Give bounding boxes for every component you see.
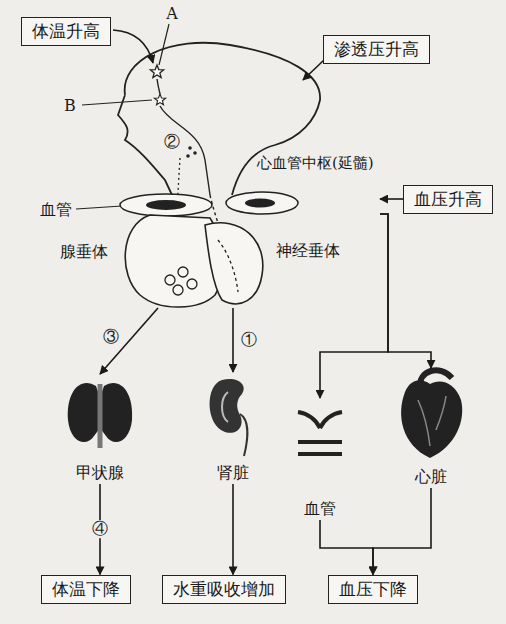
medulla-center: 心血管中枢(延髓) bbox=[215, 152, 380, 220]
node-text: 心血管中枢(延髓) bbox=[257, 154, 374, 172]
vessel-illustration bbox=[298, 442, 342, 454]
node-text: 甲状腺 bbox=[76, 463, 124, 482]
callout-number: ② bbox=[164, 133, 180, 151]
adenohypophysis: 腺垂体 bbox=[58, 212, 230, 308]
part-letter: A bbox=[166, 5, 178, 23]
node-text: 体温升高 bbox=[32, 21, 100, 41]
part-label: 血管 bbox=[40, 201, 72, 219]
stimulus-box: 渗透压升高 bbox=[323, 35, 430, 64]
vessel-organ: 血管 bbox=[290, 398, 350, 520]
kidney-organ: 肾脏 bbox=[205, 372, 261, 484]
connector-arrow bbox=[380, 198, 403, 200]
heart-illustration bbox=[401, 380, 462, 458]
leader-line bbox=[82, 100, 152, 105]
neuron-star bbox=[154, 94, 165, 105]
node-text: 渗透压升高 bbox=[334, 39, 419, 59]
callout-number: ③ bbox=[101, 328, 121, 346]
heart-organ: 心脏 bbox=[390, 368, 472, 488]
node-text: 体温下降 bbox=[52, 579, 120, 599]
node-text: 血管 bbox=[304, 499, 336, 518]
connector-arrow bbox=[320, 520, 373, 575]
trachea bbox=[98, 384, 103, 448]
stimulus-box: 体温升高 bbox=[21, 17, 111, 46]
node-text: 腺垂体 bbox=[60, 242, 108, 261]
nerve-tract bbox=[157, 79, 210, 195]
vessel-plate bbox=[120, 194, 212, 216]
node-text: 肾脏 bbox=[217, 463, 249, 482]
nerve-tract-dashed bbox=[218, 240, 238, 292]
result-box: 血压下降 bbox=[328, 575, 418, 604]
connector-arrow bbox=[373, 488, 431, 575]
heart-detail bbox=[418, 396, 446, 446]
stimulus-box: 血压升高 bbox=[403, 185, 493, 214]
medulla-plate bbox=[226, 192, 298, 214]
node-text: 神经垂体 bbox=[276, 241, 340, 260]
vessel-core bbox=[146, 200, 186, 210]
thyroid-organ: 甲状腺 bbox=[58, 374, 142, 484]
neurohypophysis-lobe bbox=[205, 223, 263, 304]
stimulus-arrow bbox=[303, 60, 324, 80]
brain-outline bbox=[118, 43, 320, 195]
connector-arrow bbox=[380, 214, 431, 368]
neurohypophysis: 神经垂体 bbox=[205, 215, 342, 308]
node-text: 心脏 bbox=[415, 467, 447, 486]
result-box: 水重吸收增加 bbox=[162, 575, 286, 604]
connector-arrow bbox=[100, 308, 158, 374]
leader-line bbox=[76, 206, 122, 209]
gland-cells bbox=[165, 267, 197, 295]
callout-number: ① bbox=[239, 331, 259, 349]
ureter bbox=[240, 414, 247, 456]
connector-arrow bbox=[232, 484, 234, 575]
kidney-detail bbox=[222, 392, 228, 422]
stimulus-arrow bbox=[113, 30, 153, 63]
part-letter: B bbox=[64, 97, 76, 115]
neuron-star bbox=[150, 65, 163, 78]
callout-number: ④ bbox=[90, 520, 110, 538]
vessel-illustration bbox=[298, 412, 342, 428]
medulla-core bbox=[245, 199, 275, 208]
connector-arrow bbox=[232, 308, 234, 372]
node-text: 血压升高 bbox=[414, 189, 482, 209]
node-text: 血压下降 bbox=[339, 579, 407, 599]
leader-line bbox=[159, 24, 169, 65]
kidney-illustration bbox=[210, 379, 244, 433]
node-text: 水重吸收增加 bbox=[173, 579, 275, 599]
result-box: 体温下降 bbox=[41, 575, 131, 604]
